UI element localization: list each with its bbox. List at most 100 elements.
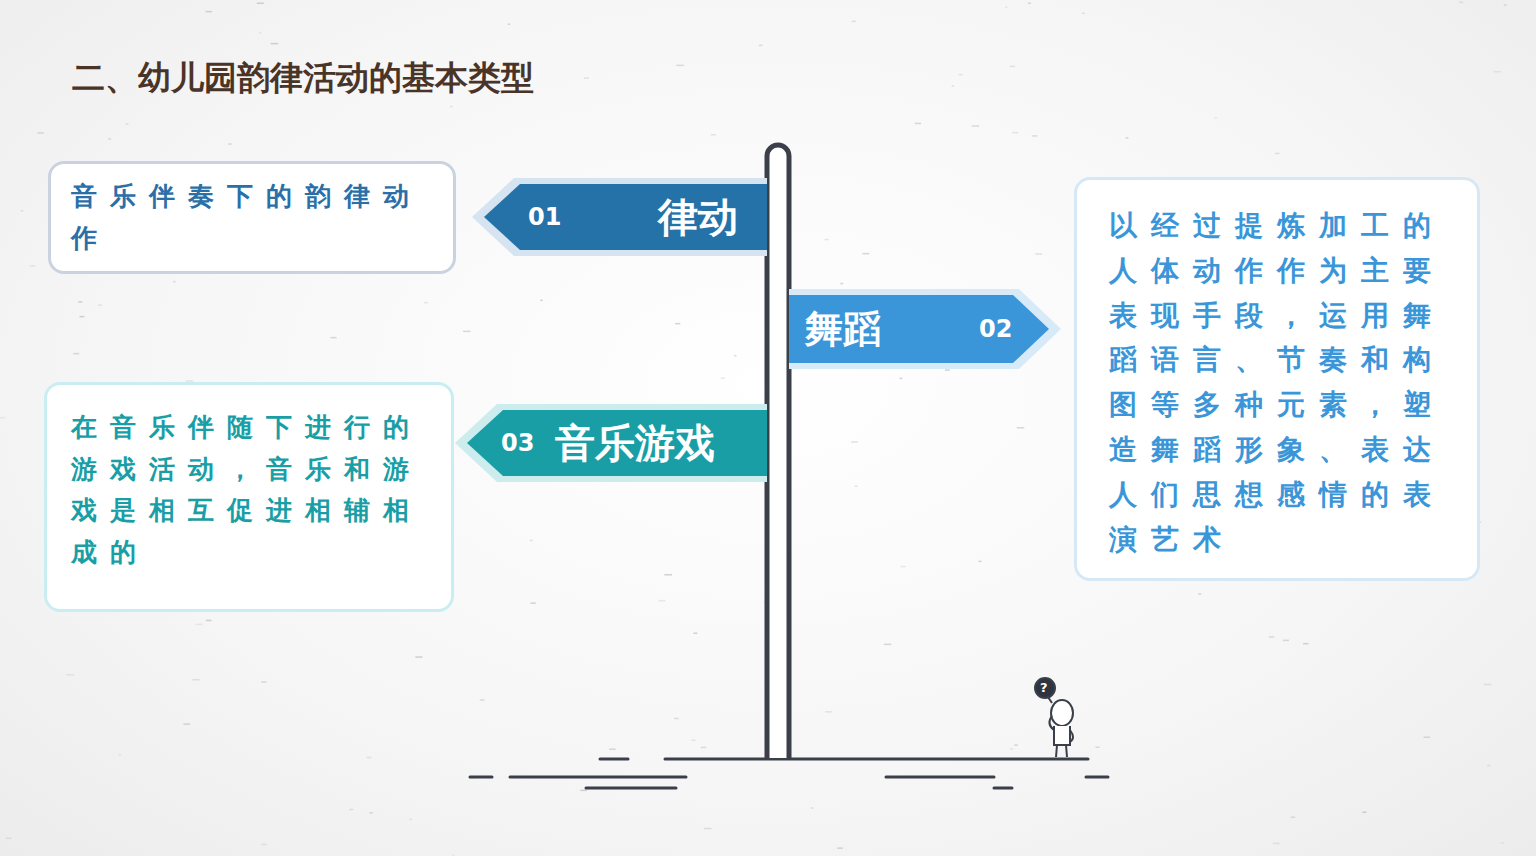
speckle [262, 844, 267, 846]
speckle [693, 633, 697, 635]
speckle [1494, 71, 1501, 73]
speckle [1082, 13, 1085, 15]
speckle [1501, 842, 1505, 844]
speckle [584, 77, 589, 79]
speckle [1010, 66, 1015, 68]
sign-fill [472, 178, 767, 256]
speckle [410, 819, 412, 821]
speckle [540, 300, 543, 302]
speckle [173, 281, 176, 283]
callout-number: 02 [979, 315, 1012, 343]
speckle [674, 718, 679, 720]
speckle [66, 674, 74, 676]
speckle [206, 620, 212, 622]
speckle [119, 754, 122, 756]
speckle [1504, 4, 1507, 6]
speckle [1303, 643, 1308, 645]
speckle [369, 812, 372, 814]
speckle [811, 807, 814, 809]
direction-sign: 03 音乐游戏 [455, 404, 767, 482]
speckle [1198, 593, 1201, 595]
speckle [734, 355, 736, 357]
speckle [915, 123, 921, 125]
speckle [1214, 117, 1217, 119]
speckle [675, 323, 680, 325]
speckle [452, 855, 454, 856]
speckle [367, 757, 372, 759]
ground-lines [470, 759, 1108, 788]
speckle [1424, 737, 1431, 739]
speckle [98, 304, 101, 306]
paper-texture [0, 2, 1506, 856]
speckle [530, 602, 535, 604]
speckle [1275, 153, 1279, 155]
speckle [1028, 3, 1031, 5]
speckle [1014, 744, 1017, 746]
speckle [349, 809, 353, 811]
callout-number: 01 [528, 203, 561, 231]
speckle [1291, 817, 1295, 819]
speckle [192, 679, 199, 681]
speckle [30, 265, 36, 267]
speckle [711, 134, 716, 136]
speckle [259, 32, 262, 34]
speckle [1459, 2, 1463, 3]
speckle [580, 790, 587, 792]
speckle [6, 838, 12, 840]
speckle [691, 740, 696, 742]
speckle [271, 43, 279, 45]
thinking-figure [1035, 678, 1073, 757]
speckle [664, 574, 672, 576]
sign-label: 律动 [658, 190, 738, 245]
speckle [331, 337, 337, 339]
direction-sign: 01 律动 [472, 178, 767, 256]
speckle [257, 3, 264, 5]
speckle [884, 644, 891, 646]
speckle [38, 132, 44, 134]
callout-number: 03 [501, 429, 534, 457]
speckle [80, 316, 85, 318]
description-text: 音乐伴奏下的韵律动作 [71, 176, 439, 259]
slide-title: 二、幼儿园韵律活动的基本类型 [72, 56, 534, 101]
speckle [959, 74, 963, 76]
speckle [424, 302, 428, 304]
speckle [1362, 812, 1366, 814]
speckle [126, 123, 129, 125]
sign-fill [789, 289, 1061, 369]
speckle [508, 24, 510, 26]
speckle [78, 301, 82, 303]
speckle [73, 353, 79, 355]
sign-fill [455, 404, 767, 482]
speckle [721, 377, 725, 379]
speckle [1126, 137, 1129, 139]
sign-label: 音乐游戏 [555, 416, 715, 471]
text-box: 音乐伴奏下的韵律动作 [48, 161, 456, 274]
speckle [972, 125, 980, 127]
sign-fill [467, 410, 767, 476]
question-mark: ? [1040, 679, 1048, 697]
speckle [825, 711, 832, 713]
speckle [1017, 427, 1024, 429]
speckle [228, 143, 232, 145]
speckle [1010, 748, 1013, 750]
speckle [480, 699, 485, 701]
signpost-pole [767, 145, 789, 758]
speckle [1032, 135, 1037, 137]
speckle [900, 378, 903, 380]
speckle [1096, 747, 1100, 749]
speckle [1487, 765, 1490, 767]
speckle [261, 681, 266, 683]
sign-label: 舞蹈 [805, 304, 881, 355]
speckle [759, 45, 763, 47]
speckle [1273, 843, 1280, 845]
speckle [609, 749, 615, 751]
speckle [855, 486, 858, 488]
description-text: 以经过提炼加工的人体动作作为主要表现手段，运用舞蹈语言、节奏和构图等多种元素，塑… [1109, 204, 1461, 562]
speckle [837, 847, 843, 849]
text-box: 以经过提炼加工的人体动作作为主要表现手段，运用舞蹈语言、节奏和构图等多种元素，塑… [1074, 177, 1480, 581]
sign-fill [789, 295, 1049, 363]
speckle [704, 828, 711, 830]
speckle [952, 85, 955, 87]
speckle [0, 417, 5, 419]
speckle [415, 656, 422, 658]
